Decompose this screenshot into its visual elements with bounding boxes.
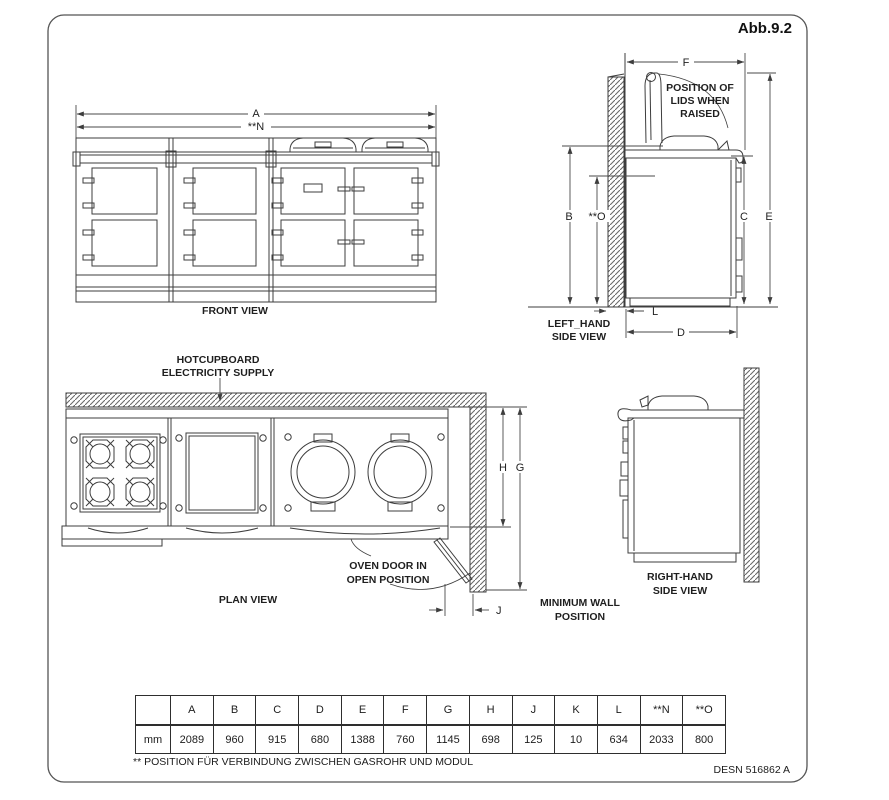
table-value: 2089	[170, 724, 214, 754]
hotplate-lids-plan	[284, 433, 445, 512]
table-value: 960	[212, 724, 257, 754]
table-value: 125	[511, 724, 556, 754]
dim-label-f: F	[683, 57, 690, 69]
plan-view-caption: PLAN VIEW	[219, 594, 277, 606]
supply-note-line2: ELECTRICITY SUPPLY	[162, 367, 275, 379]
table-value: 680	[298, 724, 342, 754]
dim-label-g: G	[516, 462, 525, 474]
left-side-caption-line2: SIDE VIEW	[552, 331, 606, 343]
hotcupboard-plan	[175, 432, 267, 514]
lids-note-line2: LIDS WHEN	[671, 95, 730, 107]
table-value: 760	[383, 724, 428, 754]
door-note-line1: OVEN DOOR IN	[349, 560, 427, 572]
table-header: J	[511, 695, 556, 726]
wall-note-line1: MINIMUM WALL	[540, 597, 620, 609]
dim-label-h: H	[499, 462, 507, 474]
table-value: 10	[554, 724, 598, 754]
table-value: 634	[596, 724, 641, 754]
right-side-caption-line2: SIDE VIEW	[653, 585, 707, 597]
front-view-drawing	[72, 105, 440, 303]
dim-label-e: E	[765, 211, 772, 223]
table-header: C	[255, 695, 300, 726]
table-value: 1388	[340, 724, 385, 754]
dimension-table: A B C D E F G H J K L **N **O mm 2089 96…	[135, 695, 726, 754]
figure-label: Abb.9.2	[737, 20, 792, 37]
open-oven-door	[389, 537, 473, 590]
table-header: E	[340, 695, 385, 726]
door-note-line2: OPEN POSITION	[347, 574, 430, 586]
table-header: A	[170, 695, 214, 726]
table-value: 800	[682, 724, 726, 754]
dim-label-a: A	[252, 108, 260, 120]
unit-label-cell: mm	[135, 724, 171, 754]
table-header: H	[468, 695, 513, 726]
lids-note-line1: POSITION OF	[666, 82, 734, 94]
wall-hatch-right	[469, 406, 487, 593]
plan-view-drawing	[61, 378, 527, 616]
table-header-blank	[135, 695, 171, 726]
dim-label-n: **N	[248, 121, 265, 133]
wall-hatch	[607, 76, 625, 308]
table-header: D	[298, 695, 342, 726]
table-header: L	[596, 695, 641, 726]
table-value-row: mm 2089 960 915 680 1388 760 1145 698 12…	[135, 724, 726, 754]
right-side-caption-line1: RIGHT-HAND	[647, 571, 713, 583]
table-value: 698	[468, 724, 513, 754]
lowered-lid	[657, 135, 730, 151]
document-reference: DESN 516862 A	[713, 764, 790, 776]
wall-note-line2: POSITION	[555, 611, 605, 623]
supply-note-line1: HOTCUPBOARD	[177, 354, 260, 366]
table-header: **O	[682, 695, 726, 726]
lids-note-line3: RAISED	[680, 108, 720, 120]
table-header: B	[212, 695, 257, 726]
dim-label-o: **O	[588, 211, 606, 223]
footnote: ** POSITION FÜR VERBINDUNG ZWISCHEN GASR…	[133, 756, 474, 768]
table-value: 1145	[426, 724, 470, 754]
left-side-caption-line1: LEFT_HAND	[548, 318, 611, 330]
dim-label-c: C	[740, 211, 748, 223]
dim-label-j: J	[496, 605, 502, 617]
table-header-row: A B C D E F G H J K L **N **O	[135, 695, 726, 726]
wall-hatch-top	[65, 392, 487, 408]
table-value: 915	[255, 724, 300, 754]
table-header: **N	[639, 695, 684, 726]
closed-lid	[639, 395, 709, 410]
front-view-caption: FRONT VIEW	[202, 305, 268, 317]
raised-lid	[644, 72, 729, 144]
table-header: K	[554, 695, 598, 726]
dim-label-b: B	[565, 211, 572, 223]
front-lids	[289, 137, 429, 153]
gas-hob-plan	[70, 433, 167, 513]
table-header: G	[426, 695, 470, 726]
wall-hatch	[743, 367, 760, 583]
left-side-view-drawing	[528, 53, 778, 338]
dim-label-d: D	[677, 327, 685, 339]
right-side-view-drawing	[617, 367, 760, 583]
table-header: F	[383, 695, 428, 726]
table-value: 2033	[639, 724, 684, 754]
dim-label-l: L	[652, 306, 658, 318]
